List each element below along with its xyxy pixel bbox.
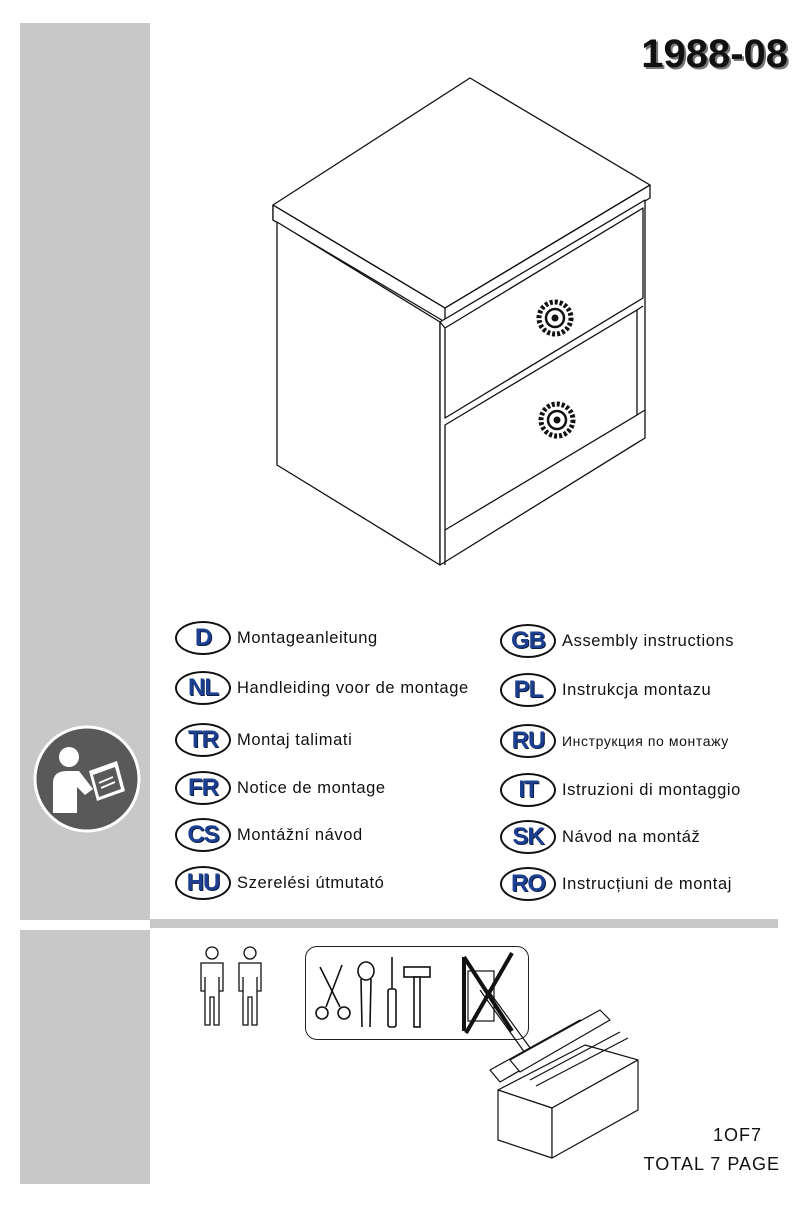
required-tools-panel: [305, 946, 529, 1040]
language-row-nl: NL Handleiding voor de montage: [175, 668, 469, 708]
language-row-d: D Montageanleitung: [175, 618, 378, 658]
language-label: Notice de montage: [237, 778, 386, 797]
language-label: Montageanleitung: [237, 628, 378, 647]
language-badge: PL: [500, 673, 556, 707]
language-badge: CS: [175, 818, 231, 852]
language-label: Assembly instructions: [562, 631, 735, 650]
pliers-icon: [357, 961, 375, 1028]
page-total: TOTAL 7 PAGE: [643, 1154, 780, 1174]
language-badge: HU: [175, 866, 231, 900]
hammer-icon: [403, 966, 431, 1028]
language-badge: D: [175, 621, 231, 655]
language-row-tr: TR Montaj talimati: [175, 720, 352, 760]
language-badge: RO: [500, 867, 556, 901]
language-badge: FR: [175, 771, 231, 805]
language-row-sk: SK Návod na montáž: [500, 817, 700, 857]
language-label: Szerelési útmutató: [237, 873, 385, 892]
page-index: 1OF7: [712, 1125, 762, 1145]
scissors-icon: [315, 964, 351, 1020]
language-row-pl: PL Instrukcja montazu: [500, 670, 711, 710]
nightstand-illustration: [272, 77, 651, 566]
toolbox-icon: [479, 990, 639, 1159]
no-drill-icon: [462, 952, 514, 1034]
read-manual-icon: [33, 725, 141, 833]
language-label: Instrukcja montazu: [562, 680, 712, 699]
language-label: Istruzioni di montaggio: [562, 780, 741, 799]
language-badge: NL: [175, 671, 231, 705]
language-badge: GB: [500, 624, 556, 658]
language-label: Montaj talimati: [237, 730, 353, 749]
section-divider: [150, 919, 778, 928]
language-row-gb: GB Assembly instructions: [500, 621, 734, 661]
language-label: Montážní návod: [237, 825, 363, 844]
language-label: Handleiding voor de montage: [237, 678, 469, 697]
language-row-it: IT Istruzioni di montaggio: [500, 770, 741, 810]
language-badge: TR: [175, 723, 231, 757]
language-row-ro: RO Instrucțiuni de montaj: [500, 864, 732, 904]
language-row-hu: HU Szerelési útmutató: [175, 863, 384, 903]
language-row-fr: FR Notice de montage: [175, 768, 386, 808]
language-label: Instrucțiuni de montaj: [562, 874, 733, 893]
language-label: Návod na montáž: [562, 827, 701, 846]
drawer-knob: [536, 299, 574, 337]
two-people-icon: [200, 946, 262, 1026]
sidebar-panel-bottom: [20, 930, 150, 1184]
language-badge: RU: [500, 724, 556, 758]
language-row-ru: RU Инструкция по монтажу: [500, 721, 729, 761]
language-badge: SK: [500, 820, 556, 854]
language-row-cs: CS Montážní návod: [175, 815, 363, 855]
language-label: Инструкция по монтажу: [562, 733, 729, 749]
screwdriver-icon: [387, 957, 397, 1028]
language-badge: IT: [500, 773, 556, 807]
model-number: 1988-08: [641, 32, 788, 76]
